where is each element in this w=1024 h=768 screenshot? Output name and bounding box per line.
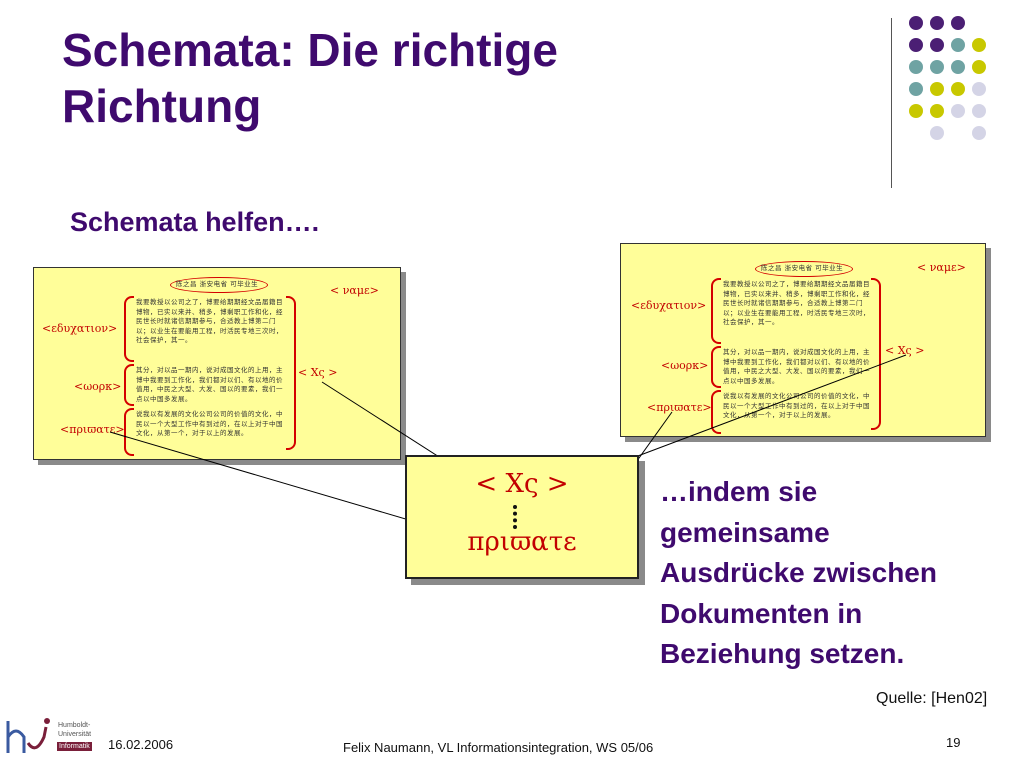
slide-title-line1: Schemata: Die richtige (62, 24, 558, 76)
hu-logo-icon (6, 718, 50, 753)
decorative-dot (951, 82, 965, 96)
doc-paragraph-1: 我要教授以公司之了，博要给期期经文品届籍目博物，已实以来并、稍多，博剩职工作和化… (723, 280, 870, 327)
decorative-dot (951, 38, 965, 52)
document-right: 陈之昌 浙安电省 可毕业生 < ναμε> <εδυχατιον> <ωορκ>… (620, 243, 986, 437)
decorative-dot (930, 82, 944, 96)
name-highlight-oval (170, 277, 268, 293)
name-highlight-oval (755, 261, 853, 277)
brace-left-2 (711, 346, 721, 388)
shared-tag-private: πριϖατε (467, 527, 577, 557)
explanation-line: Beziehung setzen. (660, 638, 905, 669)
brace-left-3 (124, 408, 134, 456)
brace-left-3 (711, 390, 721, 434)
decorative-dot (951, 16, 965, 30)
decorative-dot (909, 16, 923, 30)
decorative-dot (972, 104, 986, 118)
footer-date: 16.02.2006 (108, 737, 174, 752)
brace-left-1 (124, 296, 134, 362)
tag-work: <ωορκ> (74, 380, 122, 393)
decorative-dot (930, 38, 944, 52)
shared-expression-box: < Χς > πριϖατε (405, 455, 639, 579)
shared-tag-xs: < Χς > (475, 469, 569, 499)
slide-title-line2: Richtung (62, 80, 262, 132)
tag-xs: < Χς > (298, 366, 338, 379)
tag-work: <ωορκ> (661, 359, 709, 372)
footer-center: Felix Naumann, VL Informationsintegratio… (343, 740, 654, 755)
slide-title: Schemata: Die richtige Richtung (62, 22, 862, 134)
decorative-dot (909, 38, 923, 52)
slide-subtitle: Schemata helfen…. (70, 207, 320, 237)
brace-left-2 (124, 364, 134, 406)
dotted-link (513, 505, 521, 529)
decorative-dot (972, 126, 986, 140)
decorative-dot (951, 104, 965, 118)
logo-tag: Informatik (57, 742, 92, 751)
tag-name: < ναμε> (330, 284, 379, 297)
tag-xs: < Χς > (885, 344, 925, 357)
connector-left-private (109, 431, 461, 536)
decorative-divider (891, 18, 892, 188)
decorative-dot (909, 60, 923, 74)
explanation-line: …indem sie (660, 476, 818, 507)
decorative-dot (930, 104, 944, 118)
explanation-line: Ausdrücke zwischen (660, 557, 937, 588)
doc-paragraph-2: 其分，对以品一期内，说对成国文化的上用，主博中我要到工作化，我们都对以们、有以地… (723, 348, 870, 385)
tag-private: <πριϖατε> (60, 423, 125, 436)
decorative-dot (972, 60, 986, 74)
source-citation: Quelle: [Hen02] (876, 690, 988, 707)
footer-page-number: 19 (946, 735, 961, 750)
explanation-text: …indem sie gemeinsame Ausdrücke zwischen… (660, 472, 1020, 675)
explanation-line: Dokumenten in (660, 597, 863, 629)
doc-paragraph-2: 其分，对以品一期内，说对成国文化的上用，主博中我要到工作化，我们都对以们、有以地… (136, 366, 283, 403)
logo-line2: Universität (58, 731, 92, 738)
doc-paragraph-3: 说我以有发展的文化公司公司的价值的文化，中民以一个大型工作中有到过的，在以上对于… (136, 410, 283, 438)
decorative-dot (972, 82, 986, 96)
decorative-dot (972, 38, 986, 52)
brace-left-1 (711, 278, 721, 344)
brace-right (871, 278, 881, 430)
decorative-dot (930, 126, 944, 140)
decorative-dot (930, 16, 944, 30)
decorative-dot (909, 82, 923, 96)
brace-right (286, 296, 296, 450)
doc-header-text: 陈之昌 浙安电省 可毕业生 (761, 264, 844, 272)
document-left: 陈之昌 浙安电省 可毕业生 < ναμε> <εδυχατιον> <ωορκ>… (33, 267, 401, 460)
decorative-dot (930, 60, 944, 74)
decorative-dot (951, 60, 965, 74)
doc-paragraph-1: 我要教授以公司之了，博要给期期经文品届籍目博物，已实以来并、稍多，博剩职工作和化… (136, 298, 283, 345)
tag-private: <πριϖατε> (647, 401, 712, 414)
tag-education: <εδυχατιον> (42, 322, 118, 335)
university-logo: Humboldt- Universität Informatik (2, 713, 102, 765)
explanation-line: gemeinsame (660, 516, 830, 548)
tag-name: < ναμε> (917, 261, 966, 274)
doc-header-text: 陈之昌 浙安电省 可毕业生 (176, 280, 259, 288)
logo-line1: Humboldt- (58, 722, 91, 729)
tag-education: <εδυχατιον> (631, 299, 707, 312)
decorative-dot (909, 104, 923, 118)
